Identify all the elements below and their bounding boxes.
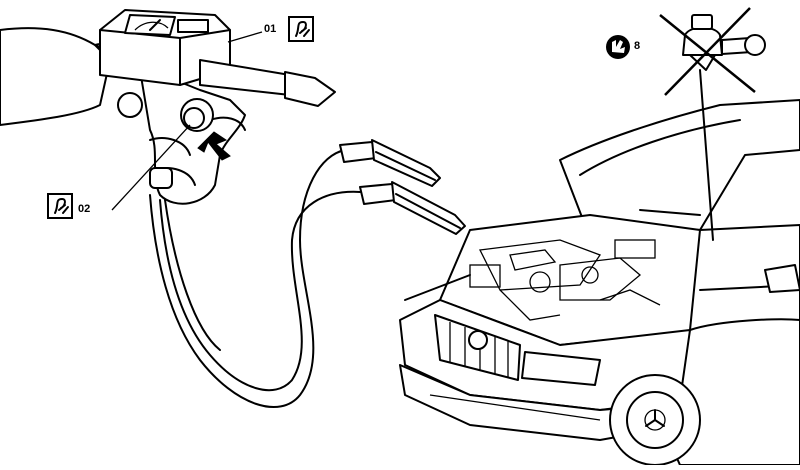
callout-01: 01 [264, 23, 277, 35]
pointer-line-cap [699, 69, 714, 241]
hand-with-tester [0, 9, 336, 205]
callout-02: 02 [78, 203, 91, 215]
caution-hand-icon [606, 35, 630, 59]
test-cables [149, 149, 361, 409]
clamp-top [339, 139, 441, 187]
tester-tool-icon [288, 16, 314, 42]
tester-tool-icon [47, 193, 73, 219]
clamp-bottom [359, 181, 466, 235]
leader-line-01 [227, 31, 263, 43]
cross-out-icon [659, 7, 756, 96]
car [399, 99, 800, 466]
callout-8: 8 [634, 40, 641, 52]
leader-line-02 [111, 124, 191, 211]
radiator-cap-icon [682, 14, 766, 71]
